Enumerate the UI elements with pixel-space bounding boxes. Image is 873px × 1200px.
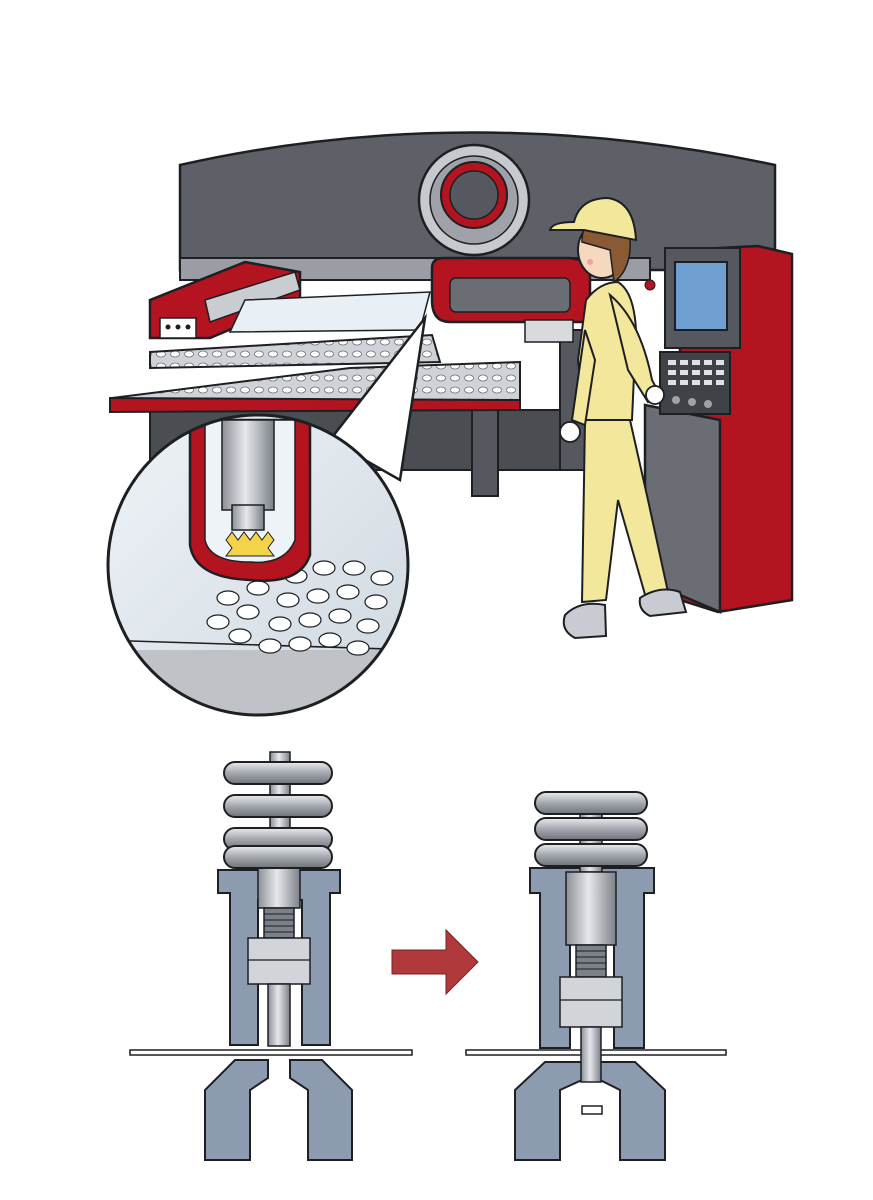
punch-tool-after <box>465 791 727 1161</box>
spring-after <box>534 791 648 867</box>
shoe-right <box>638 588 688 618</box>
shoe-left <box>562 602 608 640</box>
die-before <box>204 1059 269 1161</box>
spring-before <box>223 761 333 869</box>
sheet-line-before <box>129 1049 413 1056</box>
machine-leg <box>471 409 499 497</box>
cap-icon <box>548 196 638 242</box>
perforated-table-back <box>149 333 442 370</box>
process-arrow-icon <box>391 928 479 996</box>
punch-tip-after <box>580 1026 602 1083</box>
control-screen <box>674 261 728 331</box>
slug-after <box>581 1105 603 1115</box>
nut-before <box>247 937 311 985</box>
punch-shaft <box>221 419 275 511</box>
spark-icon <box>225 531 275 557</box>
control-panel <box>643 244 794 614</box>
nut-after <box>559 976 623 1028</box>
tool-holder-before <box>217 869 341 1046</box>
glove-left <box>559 421 581 443</box>
magnified-view <box>106 313 427 717</box>
glove-right <box>645 385 665 405</box>
operator-figure <box>548 196 688 640</box>
punched-holes <box>206 560 394 656</box>
die-after <box>514 1061 583 1161</box>
punch-tool-before <box>129 751 413 1161</box>
punch-tip-before <box>267 983 291 1047</box>
